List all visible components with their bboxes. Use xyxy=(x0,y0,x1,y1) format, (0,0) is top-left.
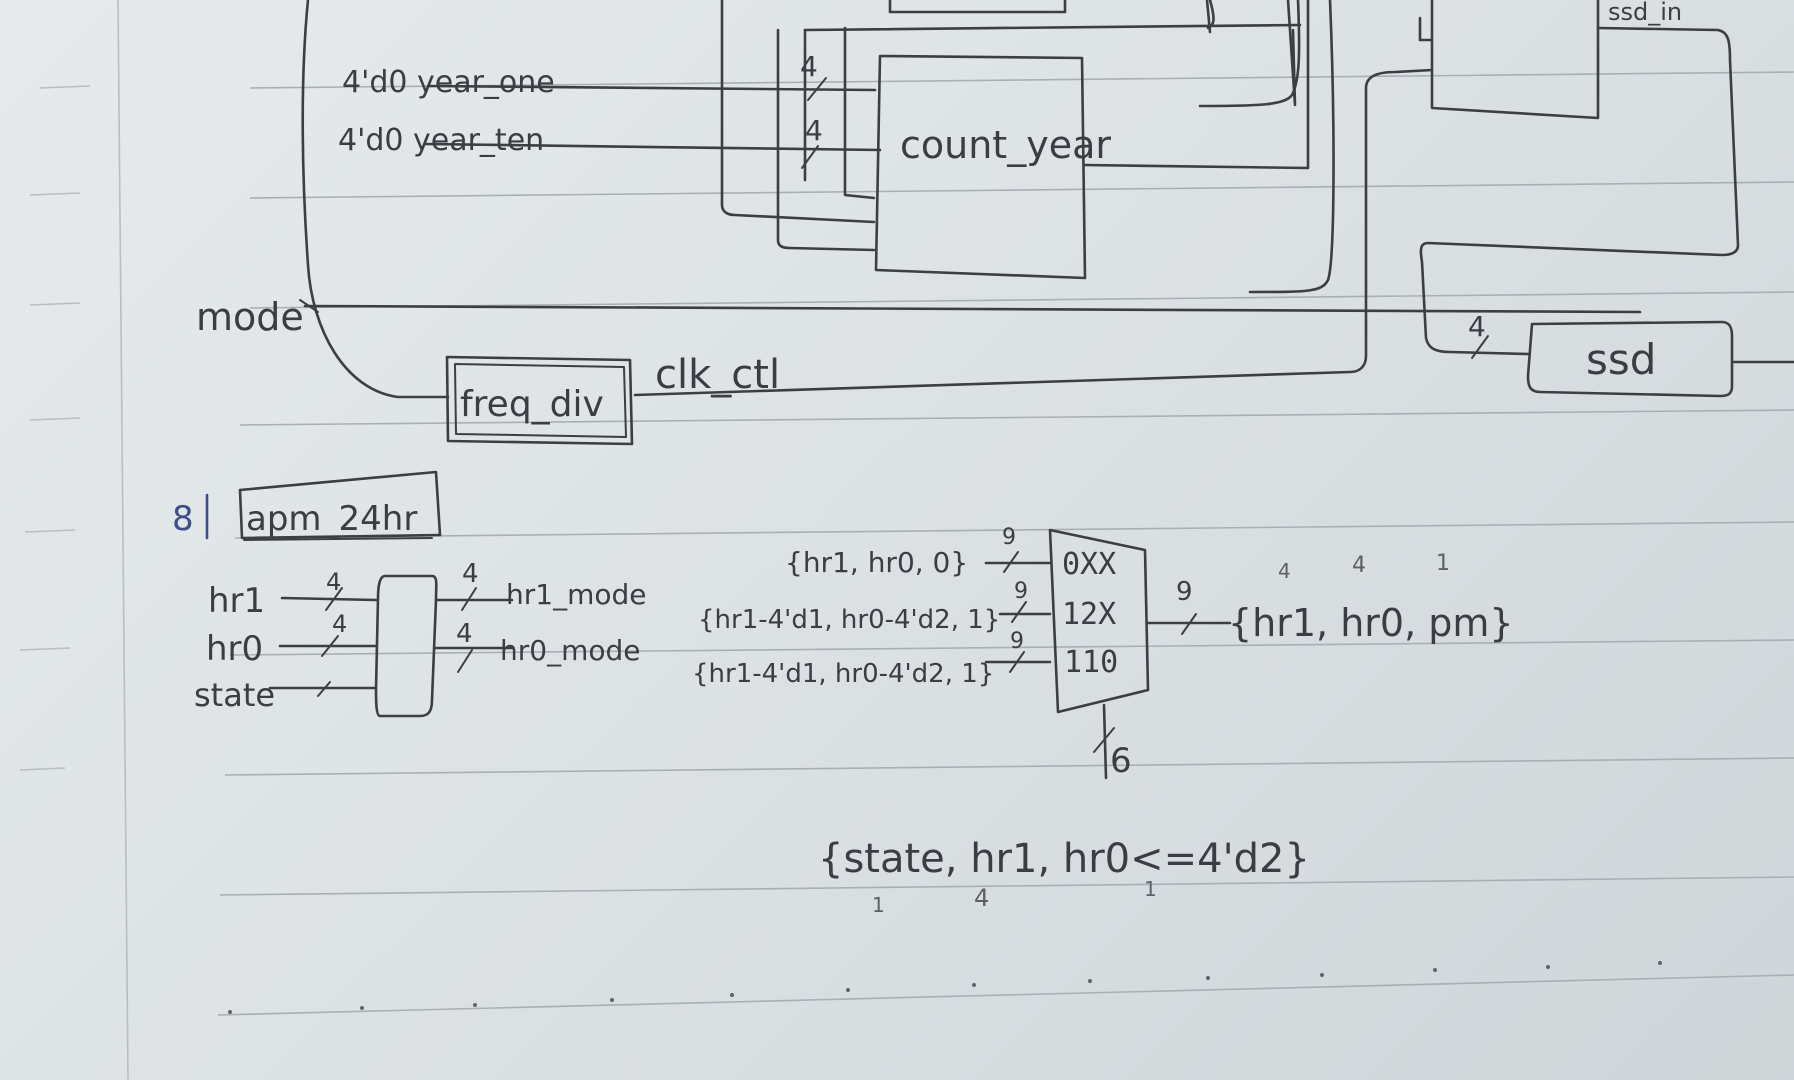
select-expr: {state, hr1, hr0<=4'd2} xyxy=(818,836,1310,882)
splitter-block xyxy=(268,574,514,718)
select-width: 6 xyxy=(1110,741,1132,781)
mux xyxy=(984,528,1232,780)
mux-output-expr: {hr1, hr0, pm} xyxy=(1228,601,1514,645)
bus-width-a: 4 xyxy=(800,50,818,83)
count-year-label: count_year xyxy=(900,123,1111,167)
hr1-mode-width: 4 xyxy=(462,559,479,589)
section-8-heading: 8 apm_24hr xyxy=(172,470,442,541)
top-bus-slashes xyxy=(801,77,1489,359)
hr0-mode-width: 4 xyxy=(456,619,473,649)
output-field-width-hr0: 4 xyxy=(1352,553,1366,578)
mux-input-1-expr: {hr1-4'd1, hr0-4'd2, 1} xyxy=(698,605,1000,635)
ruled-dots xyxy=(228,961,1662,1014)
select-field-width-hr0: 1 xyxy=(1144,877,1157,901)
mode-label: mode xyxy=(196,295,304,339)
ssd-label: ssd xyxy=(1586,335,1656,384)
mux-input-2-expr: {hr1-4'd1, hr0-4'd2, 1} xyxy=(692,659,994,689)
ruled-lines xyxy=(19,0,1794,1080)
input-state: state xyxy=(194,676,275,714)
select-field-width-hr1: 4 xyxy=(974,884,989,912)
output-hr0-mode: hr0_mode xyxy=(500,634,640,667)
mux-select-1: 12X xyxy=(1062,597,1116,632)
hr0-width: 4 xyxy=(332,610,347,638)
ssd-block xyxy=(1526,320,1734,398)
top-wiring xyxy=(299,0,1794,399)
output-field-width-hr1: 4 xyxy=(1278,559,1291,583)
select-field-width-state: 1 xyxy=(872,893,885,917)
mux-select-0: 0XX xyxy=(1062,547,1116,582)
ssd-in-label: ssd_in xyxy=(1608,0,1682,26)
output-field-width-pm: 1 xyxy=(1436,551,1450,576)
count-year-block xyxy=(874,54,1087,280)
ssd-bus-width: 4 xyxy=(1468,310,1486,343)
mux-select-2: 110 xyxy=(1064,645,1118,680)
mux-output-width: 9 xyxy=(1176,577,1193,607)
freq-div-label: freq_div xyxy=(460,384,604,425)
freq-div-block xyxy=(445,355,634,446)
section-title: apm_24hr xyxy=(246,499,417,539)
input-hr1: hr1 xyxy=(208,581,265,621)
mux-input-0-width: 9 xyxy=(1002,525,1016,550)
input-hr0: hr0 xyxy=(206,629,263,669)
mux-input-2-width: 9 xyxy=(1010,629,1024,654)
hr1-width: 4 xyxy=(326,568,341,596)
section-number: 8 xyxy=(172,499,194,539)
year-ten-label: 4'd0 year_ten xyxy=(338,123,544,158)
year-one-label: 4'd0 year_one xyxy=(342,65,555,100)
bus-width-b: 4 xyxy=(805,114,823,147)
mux-input-1-width: 9 xyxy=(1014,579,1028,604)
mux-input-0-expr: {hr1, hr0, 0} xyxy=(785,546,968,579)
clk-ctl-label: clk_ctl xyxy=(655,352,780,398)
output-hr1-mode: hr1_mode xyxy=(506,578,646,611)
